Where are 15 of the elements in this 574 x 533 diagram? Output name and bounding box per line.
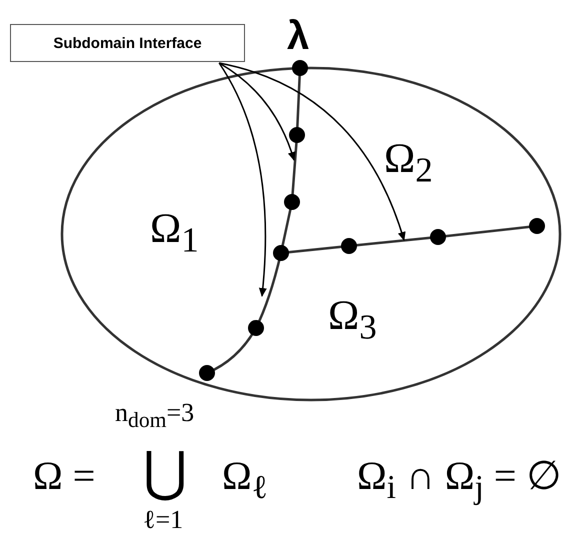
subdomain-label: Ω$_{1}$	[150, 205, 199, 260]
formula-text: Ω =	[33, 452, 96, 499]
leader-arrow	[218, 62, 296, 161]
union-symbol: ⋃	[143, 441, 187, 503]
formula-text: Ω$_{i}$ ∩ Ω$_{j}$ = ∅	[357, 452, 562, 507]
subdomain-label: Ω$_{2}$	[384, 135, 433, 190]
formula-text: n$_{dom}$=3	[115, 398, 194, 434]
subdomain-label: Ω$_{3}$	[328, 292, 377, 348]
leader-arrow	[218, 62, 267, 297]
formula-text: ℓ=1	[143, 505, 184, 533]
interface-drawing	[199, 60, 545, 381]
leader-arrow	[218, 62, 406, 241]
interface-symbol: λ	[287, 14, 310, 59]
callout-box: Subdomain Interface	[10, 24, 245, 62]
formula-text: Ω$_{ℓ}$	[222, 452, 268, 507]
